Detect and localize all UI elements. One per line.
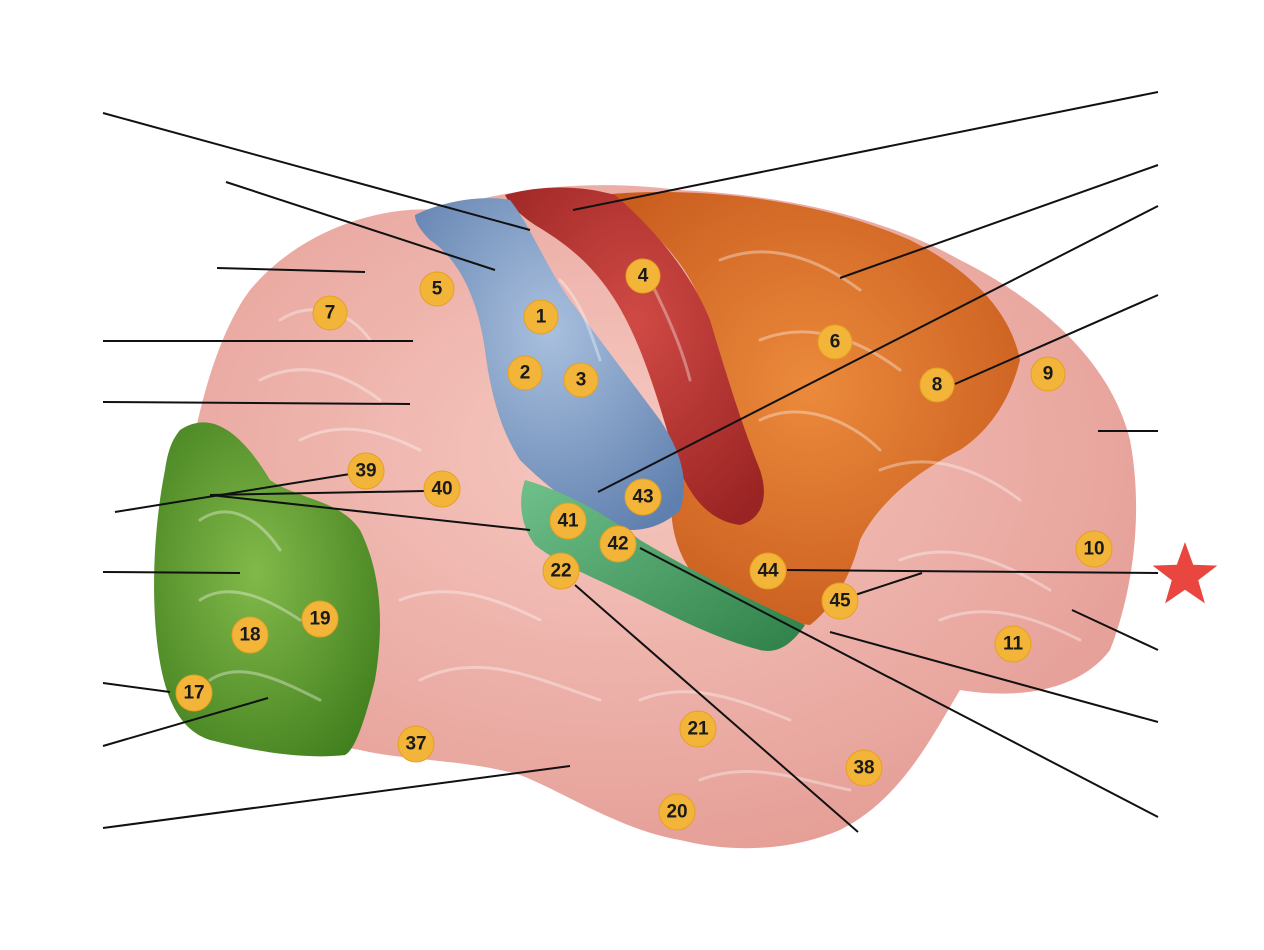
occipital-region — [154, 422, 380, 757]
leader-line — [639, 547, 1159, 818]
label-badge-20: 20 — [658, 793, 696, 831]
svg-text:17: 17 — [183, 683, 204, 704]
label-badge-44: 44 — [749, 552, 787, 590]
temporal-insula-region — [521, 480, 805, 651]
label-badge-21: 21 — [679, 710, 717, 748]
leader-line — [209, 490, 426, 496]
label-badge-43: 43 — [624, 478, 662, 516]
label-badge-38: 38 — [845, 749, 883, 787]
label-badge-39: 39 — [347, 452, 385, 490]
label-badge-42: 42 — [599, 525, 637, 563]
svg-text:2: 2 — [520, 363, 531, 384]
svg-text:40: 40 — [431, 479, 452, 500]
label-badge-19: 19 — [301, 600, 339, 638]
leader-line — [102, 571, 241, 574]
leader-lines — [102, 91, 1159, 833]
leader-line — [114, 473, 351, 513]
leader-line — [854, 572, 923, 596]
svg-text:45: 45 — [829, 591, 851, 612]
leader-line — [102, 682, 171, 693]
svg-text:20: 20 — [666, 802, 687, 823]
leader-line — [209, 494, 531, 531]
svg-text:9: 9 — [1043, 364, 1054, 385]
postcentral-region — [415, 198, 684, 530]
svg-text:42: 42 — [607, 534, 628, 555]
leader-line — [572, 91, 1159, 211]
svg-text:8: 8 — [932, 375, 943, 396]
leader-line — [225, 181, 496, 271]
svg-text:10: 10 — [1083, 539, 1104, 560]
label-badge-45: 45 — [821, 582, 859, 620]
svg-text:19: 19 — [309, 609, 330, 630]
leader-line — [1071, 609, 1159, 651]
label-badge-18: 18 — [231, 616, 269, 654]
leader-line — [597, 205, 1159, 493]
label-badge-3: 3 — [563, 362, 599, 398]
leader-line — [829, 631, 1159, 723]
gyri-texture — [198, 250, 1082, 792]
svg-text:37: 37 — [405, 734, 426, 755]
leader-line — [954, 294, 1159, 385]
svg-text:22: 22 — [550, 561, 571, 582]
label-badge-8: 8 — [919, 367, 955, 403]
label-badge-2: 2 — [507, 355, 543, 391]
label-badge-4: 4 — [625, 258, 661, 294]
svg-text:1: 1 — [536, 307, 547, 328]
svg-text:41: 41 — [557, 511, 579, 532]
leader-line — [102, 765, 571, 829]
label-badge-1: 1 — [523, 299, 559, 335]
svg-text:4: 4 — [638, 266, 649, 287]
label-badge-37: 37 — [397, 725, 435, 763]
label-badge-11: 11 — [994, 625, 1032, 663]
svg-text:6: 6 — [830, 332, 841, 353]
svg-text:38: 38 — [853, 758, 874, 779]
leader-line — [102, 697, 269, 747]
svg-text:21: 21 — [687, 719, 709, 740]
label-badge-7: 7 — [312, 295, 348, 331]
svg-text:5: 5 — [432, 279, 443, 300]
leader-line — [102, 112, 531, 231]
frontal-region — [600, 192, 1020, 625]
label-badge-41: 41 — [549, 502, 587, 540]
svg-text:3: 3 — [576, 370, 587, 391]
label-badge-5: 5 — [419, 271, 455, 307]
svg-text:7: 7 — [325, 303, 336, 324]
star-icon — [1152, 542, 1218, 604]
label-badge-10: 10 — [1075, 530, 1113, 568]
leader-line — [839, 164, 1159, 279]
leader-line — [102, 401, 411, 405]
svg-text:18: 18 — [239, 625, 260, 646]
number-badges: 1 2 3 4 5 6 7 8 9 10 11 17 18 19 20 — [175, 258, 1113, 831]
label-badge-9: 9 — [1030, 356, 1066, 392]
svg-text:11: 11 — [1003, 634, 1024, 655]
brain-illustration — [154, 185, 1137, 849]
leader-line — [786, 569, 1159, 574]
svg-text:44: 44 — [757, 561, 779, 582]
leader-line — [216, 267, 366, 273]
label-badge-17: 17 — [175, 674, 213, 712]
leader-line — [574, 584, 859, 833]
label-badge-6: 6 — [817, 324, 853, 360]
svg-text:43: 43 — [632, 487, 653, 508]
svg-text:39: 39 — [355, 461, 376, 482]
label-badge-40: 40 — [423, 470, 461, 508]
label-badge-22: 22 — [542, 552, 580, 590]
